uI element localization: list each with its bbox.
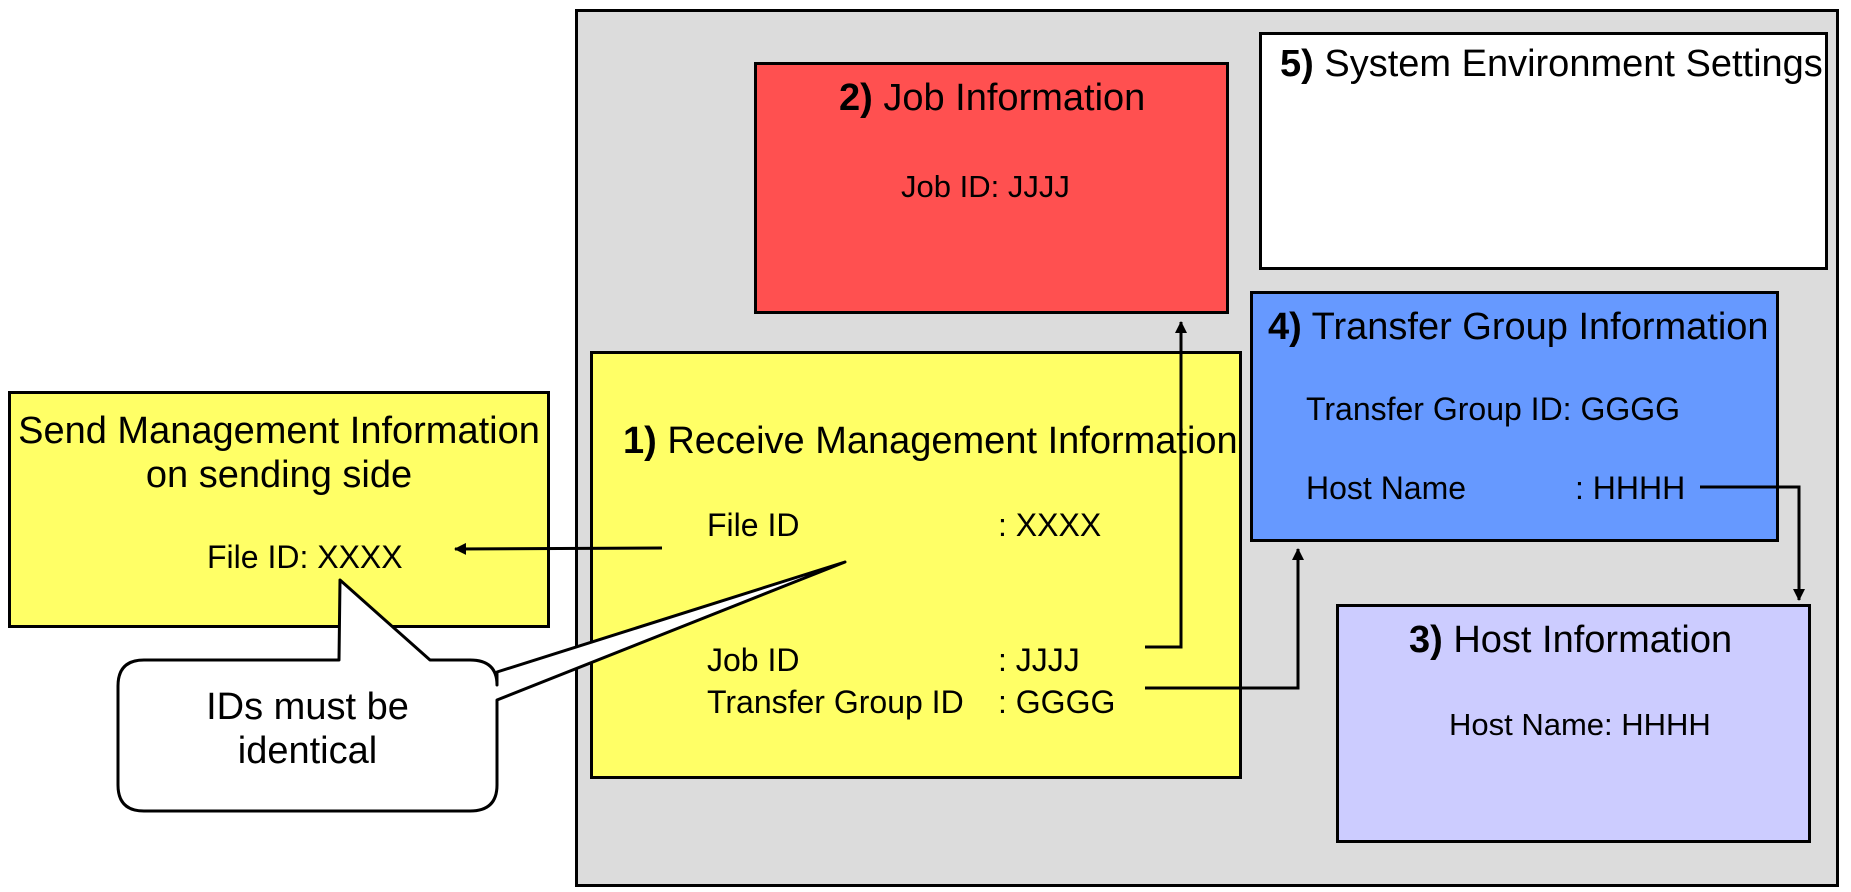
job-id-arrow [1145,321,1187,649]
send-title-line2: on sending side [145,454,413,496]
env-title: 5) System Environment Settings [1280,45,1823,83]
file-id-arrow [454,542,663,555]
job-id-text: Job ID: JJJJ [901,169,1070,204]
transfer-group-host-value: : HHHH [1575,470,1686,506]
send-management-information-box: Send Management Information on sending s… [8,391,550,628]
receive-job-id-label: Job ID [707,642,800,678]
callout-line1: IDs must be [206,686,409,728]
send-file-id-text: File ID: XXXX [207,539,403,575]
transfer-group-host-label: Host Name [1306,470,1467,506]
transfer-group-number: 4) [1268,306,1302,348]
host-name-text: Host Name: HHHH [1449,707,1711,742]
receive-number: 1) [623,420,657,462]
receive-file-id-value: : XXXX [998,507,1102,543]
job-title-text: Job Information [883,77,1146,119]
receive-file-id-label: File ID [707,507,800,543]
env-number: 5) [1280,43,1314,85]
receive-transfer-group-id-label: Transfer Group ID [707,684,964,720]
callout-bubble [116,560,847,813]
receive-job-id-value: : JJJJ [998,642,1080,678]
job-information-box: 2) Job Information Job ID: JJJJ [754,62,1229,314]
send-title-line1: Send Management Information [18,410,540,452]
host-title-text: Host Information [1453,619,1733,661]
receive-title: 1) Receive Management Information [623,422,1238,460]
transfer-group-title-text: Transfer Group Information [1311,306,1769,348]
receive-management-information-box: 1) Receive Management Information File I… [590,351,1242,779]
receive-transfer-group-id-value: : GGGG [998,684,1116,720]
host-title: 3) Host Information [1409,621,1732,659]
job-title: 2) Job Information [839,79,1145,117]
callout-line2: identical [237,730,378,772]
transfer-group-title: 4) Transfer Group Information [1268,308,1769,346]
host-number: 3) [1409,619,1443,661]
job-number: 2) [839,77,873,119]
system-environment-settings-box: 5) System Environment Settings [1259,32,1828,270]
transfer-group-information-box: 4) Transfer Group Information Transfer G… [1250,291,1779,542]
host-name-arrow [1700,485,1805,601]
receive-title-text: Receive Management Information [667,420,1238,462]
transfer-group-id-text: Transfer Group ID: GGGG [1306,391,1681,427]
transfer-group-id-arrow [1145,548,1304,690]
host-information-box: 3) Host Information Host Name: HHHH [1336,604,1811,843]
env-title-text: System Environment Settings [1324,43,1823,85]
